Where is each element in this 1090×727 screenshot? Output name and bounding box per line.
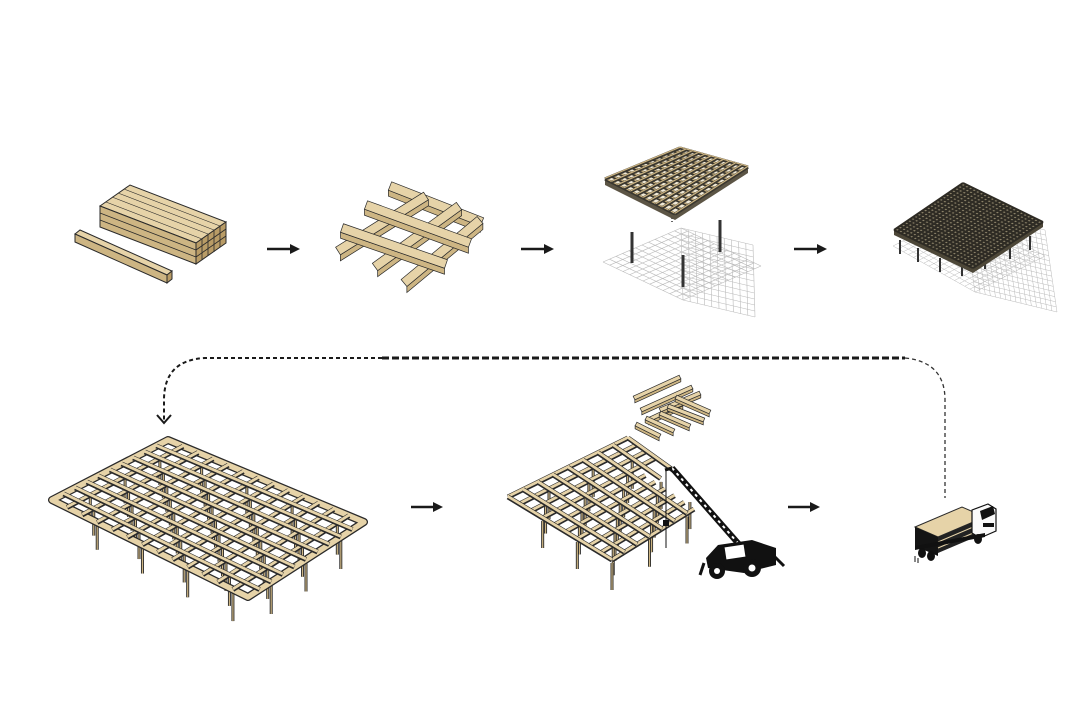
crane-assembly-scene	[506, 374, 786, 590]
truck-icon	[913, 503, 997, 563]
canopy-timber-grid	[48, 436, 368, 601]
crane-icon	[663, 466, 786, 579]
arrow-right-icon	[267, 244, 300, 254]
arrow-right-icon	[794, 244, 827, 254]
crossed-beams-icon	[335, 181, 485, 294]
lumber-stack-icon	[74, 184, 228, 285]
support-posts	[630, 209, 722, 287]
timber-grid-panel	[604, 146, 749, 220]
arrow-right-icon	[411, 502, 443, 512]
floating-beams	[632, 374, 712, 442]
dashed-return-connector	[156, 356, 946, 498]
arrow-right-icon	[788, 502, 820, 512]
canopy-structure-icon	[48, 436, 368, 622]
arrow-right-icon	[521, 244, 554, 254]
module-array-icon	[892, 182, 1058, 313]
grid-module-icon	[602, 146, 762, 318]
dense-timber-grid	[893, 182, 1044, 273]
partial-timber-canopy	[506, 435, 696, 590]
